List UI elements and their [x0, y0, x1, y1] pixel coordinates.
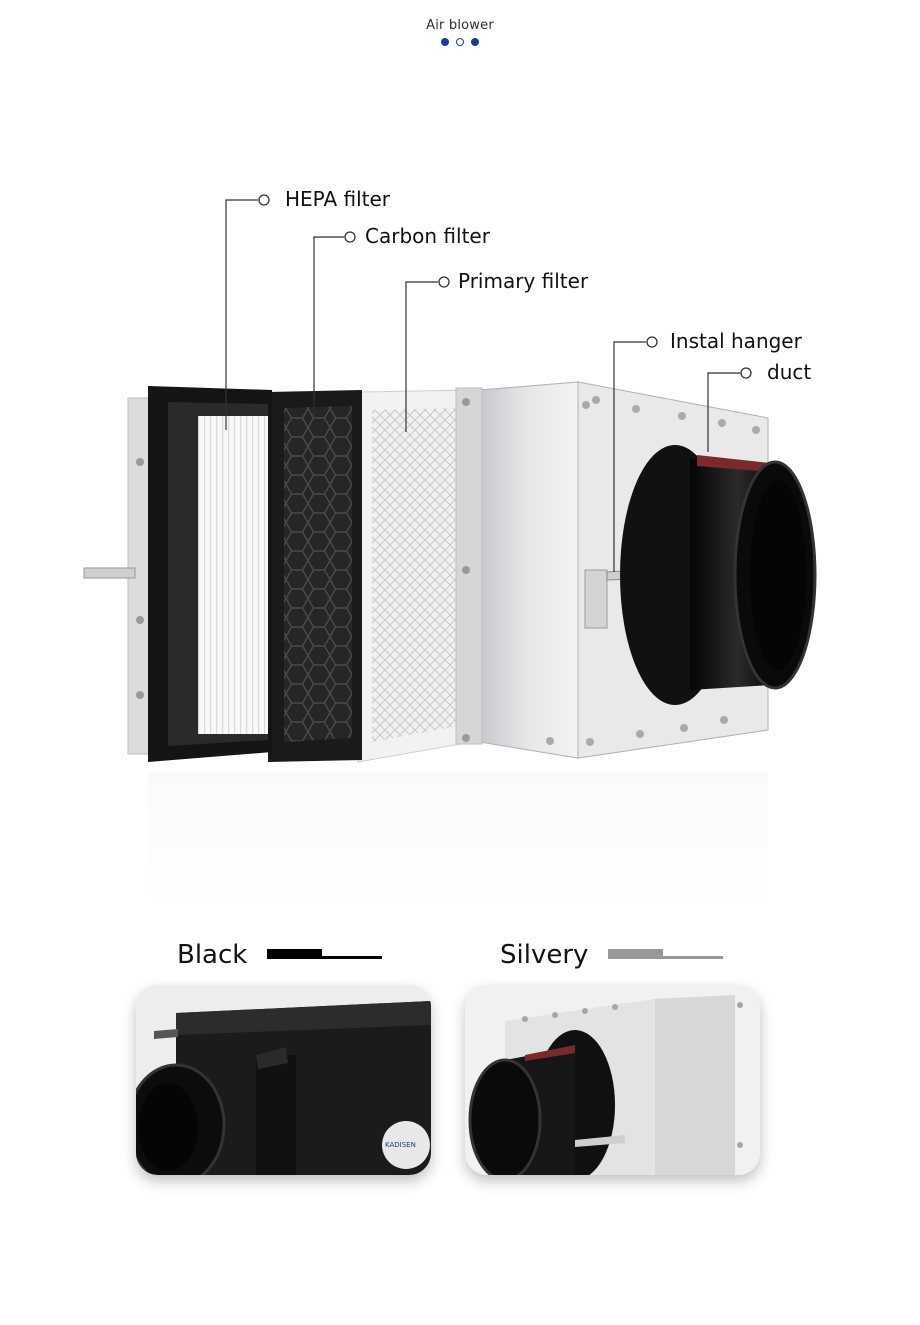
variant-card-black[interactable]: KADISEN: [136, 985, 431, 1175]
color-swatch-silvery: [608, 949, 724, 961]
black-blower-image: KADISEN: [136, 985, 431, 1175]
variant-silvery-heading: Silvery: [500, 940, 724, 970]
callout-markers: [258, 194, 752, 379]
callout-carbon-filter: Carbon filter: [365, 224, 490, 248]
page-title: Air blower: [426, 18, 494, 33]
hanger-bracket-left: [83, 567, 136, 579]
pager-dot-active[interactable]: [456, 38, 464, 46]
pager-dots: [0, 38, 920, 46]
color-swatch-black: [267, 949, 383, 961]
variant-label: Silvery: [500, 940, 589, 970]
hepa-filter: [148, 386, 272, 762]
pager-dot[interactable]: [471, 38, 479, 46]
silvery-blower-image: [465, 985, 760, 1175]
pager-dot[interactable]: [441, 38, 449, 46]
product-illustration: [83, 194, 820, 910]
callout-instal-hanger: Instal hanger: [670, 329, 802, 353]
callout-duct: duct: [767, 360, 812, 384]
variant-card-silvery[interactable]: [465, 985, 760, 1175]
callout-hepa-filter: HEPA filter: [285, 187, 391, 211]
callout-primary-filter: Primary filter: [458, 269, 589, 293]
carbon-filter: [268, 390, 362, 762]
primary-filter: [357, 387, 483, 763]
variant-black-heading: Black: [177, 940, 383, 970]
brand-logo-text: KADISEN: [385, 1141, 416, 1149]
variant-label: Black: [177, 940, 248, 970]
callout-lines: [225, 199, 740, 572]
page-header: Air blower: [0, 18, 920, 46]
